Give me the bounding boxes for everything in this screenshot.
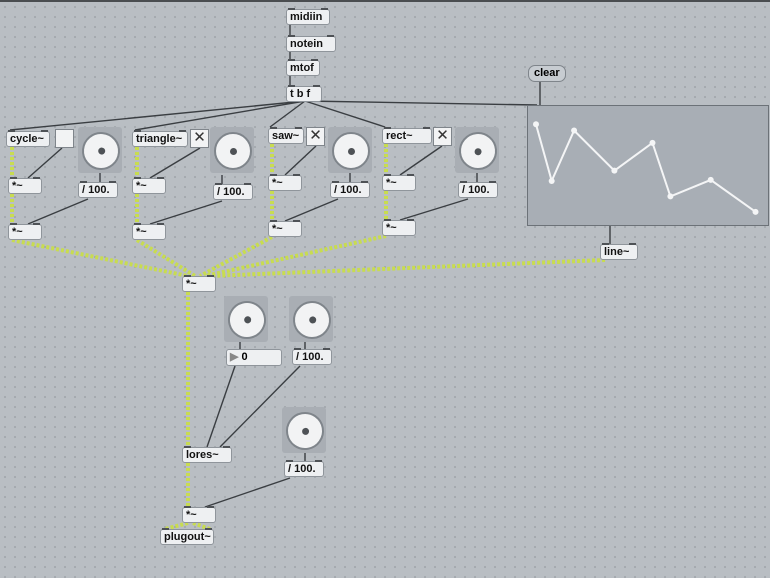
function-line — [535, 124, 757, 213]
saw-toggle[interactable]: ✕ — [306, 127, 325, 146]
rect-toggle[interactable]: ✕ — [433, 127, 452, 146]
divide-object[interactable]: / 100. — [213, 183, 253, 200]
resonance-dial[interactable] — [285, 293, 339, 347]
divide-object[interactable]: / 100. — [78, 181, 118, 198]
midiin-object[interactable]: midiin — [286, 8, 330, 25]
line-object[interactable]: line~ — [600, 243, 638, 260]
plugout-object[interactable]: plugout~ — [160, 528, 214, 545]
multiply-object[interactable]: *~ — [268, 174, 302, 191]
divide-object[interactable]: / 100. — [458, 181, 498, 198]
divide-object[interactable]: / 100. — [292, 348, 332, 365]
divide-object[interactable]: / 100. — [330, 181, 370, 198]
breakpoint[interactable] — [571, 127, 578, 134]
breakpoint[interactable] — [752, 208, 759, 215]
number-value: 0 — [241, 351, 248, 363]
multiply-object[interactable]: *~ — [8, 177, 42, 194]
rect-gain-dial[interactable] — [451, 124, 505, 178]
saw-gain-dial[interactable] — [328, 127, 372, 173]
triangle-toggle[interactable]: ✕ — [190, 129, 209, 148]
cycle-gain-dial[interactable] — [74, 124, 128, 178]
multiply-object[interactable]: *~ — [132, 223, 166, 240]
trigger-object[interactable]: t b f — [286, 85, 322, 102]
rect-object[interactable]: rect~ — [382, 127, 432, 144]
saw-object[interactable]: saw~ — [268, 127, 304, 144]
breakpoint[interactable] — [533, 121, 539, 128]
breakpoint[interactable] — [548, 177, 555, 184]
cutoff-dial[interactable] — [221, 294, 273, 346]
cycle-toggle[interactable] — [55, 129, 74, 148]
output-multiply-object[interactable]: *~ — [182, 506, 216, 523]
triangle-object[interactable]: triangle~ — [132, 130, 188, 147]
lores-object[interactable]: lores~ — [182, 446, 232, 463]
number-arrow-icon: ▶ — [230, 351, 239, 363]
mix-multiply-object[interactable]: *~ — [182, 275, 216, 292]
multiply-object[interactable]: *~ — [382, 174, 416, 191]
mtof-object[interactable]: mtof — [286, 59, 320, 76]
breakpoint[interactable] — [707, 176, 714, 183]
divide-object[interactable]: / 100. — [284, 460, 324, 477]
volume-dial[interactable] — [282, 407, 328, 454]
cycle-object[interactable]: cycle~ — [6, 130, 50, 147]
multiply-object[interactable]: *~ — [382, 219, 416, 236]
function-editor[interactable] — [527, 105, 769, 226]
triangle-gain-dial[interactable] — [210, 127, 254, 173]
number-box[interactable]: ▶0 — [226, 349, 282, 366]
multiply-object[interactable]: *~ — [268, 220, 302, 237]
multiply-object[interactable]: *~ — [8, 223, 42, 240]
breakpoint[interactable] — [649, 139, 656, 146]
breakpoint[interactable] — [667, 193, 674, 200]
function-breakpoints — [533, 121, 759, 215]
breakpoint[interactable] — [611, 167, 618, 174]
clear-message[interactable]: clear — [528, 65, 566, 82]
notein-object[interactable]: notein — [286, 35, 336, 52]
multiply-object[interactable]: *~ — [132, 177, 166, 194]
